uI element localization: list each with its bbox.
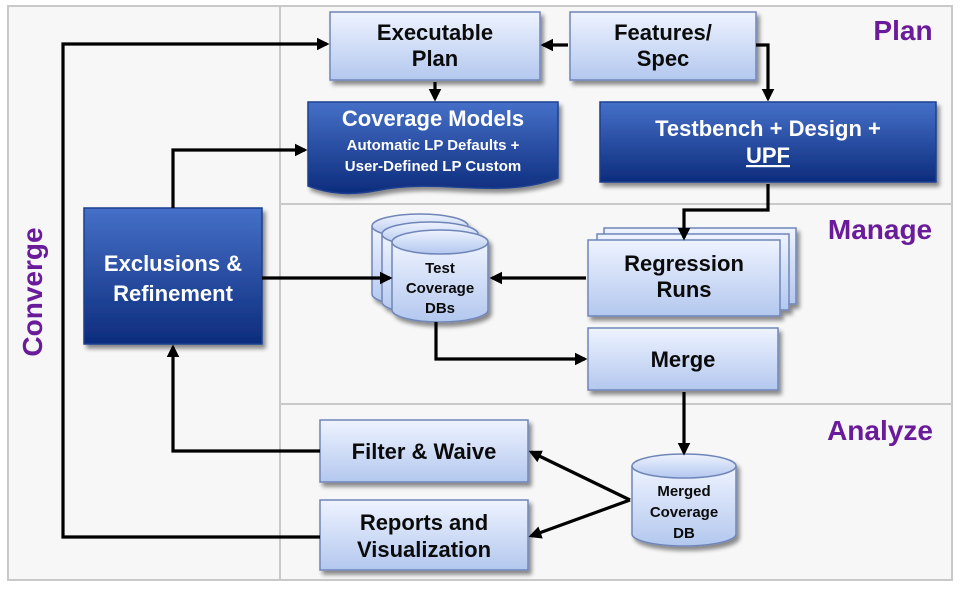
testbench-line2: UPF: [746, 143, 790, 168]
features-spec-node: [569, 11, 757, 81]
exclusions-refinement-node: [83, 207, 263, 345]
coverage-models-node: [307, 101, 559, 195]
features-spec-line1: Features/: [614, 20, 712, 45]
filter-waive-label: Filter & Waive: [352, 439, 497, 464]
edge-merged-db-to-filter: [528, 450, 631, 502]
edge-reports-to-plan: [61, 37, 330, 539]
test-coverage-dbs-line3: DBs: [425, 300, 455, 317]
executable-plan-node: [329, 11, 541, 81]
testbench-line1: Testbench + Design +: [655, 116, 881, 141]
coverage-models-title: Coverage Models: [342, 106, 524, 131]
edge-testbench-to-regression: [677, 184, 770, 241]
reports-line2: Visualization: [357, 537, 491, 562]
coverage-models-line2: User-Defined LP Custom: [345, 158, 521, 175]
merged-db-line1: Merged: [657, 483, 710, 500]
features-spec-line2: Spec: [637, 46, 690, 71]
edge-filter-to-exclusions: [166, 344, 320, 453]
testbench-node: [599, 101, 937, 183]
exclusions-line2: Refinement: [113, 281, 233, 306]
merged-db-line3: DB: [673, 525, 695, 542]
merge-node: [587, 327, 779, 391]
edge-features-to-testbench: [756, 43, 775, 102]
edge-exclusions-to-coverage-models: [171, 143, 308, 208]
regression-runs-node: [587, 227, 797, 317]
edge-merged-db-to-reports: [528, 498, 631, 539]
executable-plan-line2: Plan: [412, 46, 458, 71]
section-label-converge: Converge: [17, 227, 48, 356]
section-label-plan: Plan: [873, 15, 932, 46]
section-label-analyze: Analyze: [827, 415, 933, 446]
regression-runs-line1: Regression: [624, 251, 744, 276]
reports-visualization-node: [319, 499, 529, 571]
filter-waive-node: [319, 419, 529, 483]
exclusions-line1: Exclusions &: [104, 251, 242, 276]
section-label-manage: Manage: [828, 214, 932, 245]
test-coverage-dbs-node: [371, 213, 489, 323]
executable-plan-line1: Executable: [377, 20, 493, 45]
regression-runs-line2: Runs: [657, 277, 712, 302]
coverage-models-line1: Automatic LP Defaults +: [347, 137, 520, 154]
test-coverage-dbs-line2: Coverage: [406, 280, 474, 297]
test-coverage-dbs-line1: Test: [425, 260, 455, 277]
merge-label: Merge: [651, 347, 716, 372]
merged-db-line2: Coverage: [650, 504, 718, 521]
reports-line1: Reports and: [360, 510, 488, 535]
edge-test-dbs-to-merge: [434, 322, 588, 366]
